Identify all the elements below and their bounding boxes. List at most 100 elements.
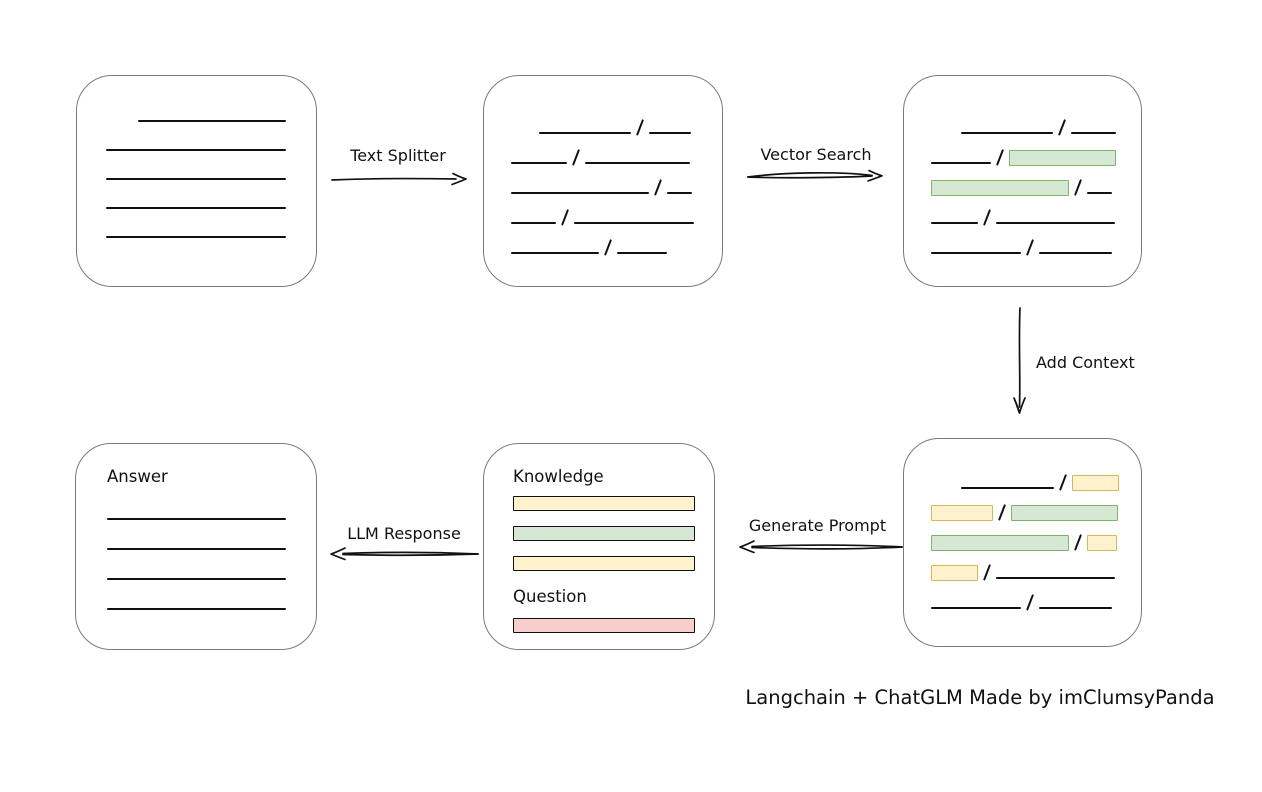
text-line [107,548,286,550]
chunk-separator-slash [1026,239,1035,256]
chunk-row [511,178,722,196]
text-line [138,120,286,122]
vector-search-arrow [747,169,883,182]
text-line [574,222,695,224]
chunk-separator-slash [998,504,1007,521]
add-context-arrow [1013,307,1026,414]
chunk-separator-slash [654,179,663,196]
text-line [1039,252,1113,254]
answer-box: Answer [75,443,317,650]
text-line [649,132,692,134]
text-line [1039,607,1113,609]
context-chunks-box [903,438,1142,647]
add-context-label: Add Context [1036,353,1135,372]
chunk-separator-slash [996,149,1005,166]
split-chunks-rows [484,76,722,256]
knowledge-label: Knowledge [513,467,604,486]
chunk-row [931,238,1141,256]
text-line [511,222,556,224]
knowledge-bars [513,496,714,571]
chunk-separator-slash [636,119,645,136]
text-splitter-label: Text Splitter [350,146,446,165]
chunk-separator-slash [572,149,581,166]
chunk-separator-slash [604,239,613,256]
text-line [931,162,991,164]
chunk-highlight-green [931,535,1069,551]
chunk-row [931,533,1141,551]
text-line [617,252,668,254]
question-bars [513,618,714,633]
text-line [106,149,286,151]
text-line [931,222,978,224]
text-splitter-arrow [331,172,467,186]
chunk-row [511,238,722,256]
chunk-row [931,148,1141,166]
text-line [511,162,567,164]
chunk-highlight-yellow [1087,535,1118,551]
chunk-highlight-yellow [931,505,993,521]
text-line [106,236,286,238]
text-line [1087,192,1113,194]
chunk-highlight-green [1009,150,1117,166]
prompt-bar-red [513,618,695,633]
prompt-bar-yellow [513,496,695,511]
answer-lines [107,518,316,610]
text-line [107,518,286,520]
text-line [667,192,693,194]
text-line [996,222,1116,224]
chunk-row [931,208,1141,226]
text-line [107,578,286,580]
source-document-box [76,75,317,287]
answer-label: Answer [107,467,168,486]
text-line [106,207,286,209]
text-line [539,132,631,134]
chunk-row [511,208,722,226]
chunk-separator-slash [983,209,992,226]
chunk-row [931,563,1141,581]
text-line [107,608,286,610]
text-line [961,487,1054,489]
text-line [1071,132,1117,134]
vector-search-label: Vector Search [760,145,872,164]
chunk-highlight-green [931,180,1069,196]
chunk-separator-slash [1059,474,1068,491]
text-line [931,252,1021,254]
chunk-row [961,118,1141,136]
text-line [511,192,649,194]
question-label: Question [513,587,587,606]
chunk-separator-slash [561,209,570,226]
chunk-row [931,178,1141,196]
llm-response-arrow [330,547,479,561]
matched-chunks-box [903,75,1142,287]
chunk-highlight-green [1011,505,1119,521]
prompt-box: Knowledge Question [483,443,715,650]
chunk-separator-slash [983,564,992,581]
chunk-row [511,148,722,166]
chunk-row [931,503,1141,521]
split-chunks-box [483,75,723,287]
prompt-bar-yellow [513,556,695,571]
prompt-bar-green [513,526,695,541]
chunk-separator-slash [1026,594,1035,611]
footer-credit: Langchain + ChatGLM Made by imClumsyPand… [745,686,1215,709]
chunk-highlight-yellow [931,565,978,581]
chunk-separator-slash [1074,179,1083,196]
text-line [511,252,599,254]
generate-prompt-label: Generate Prompt [748,516,887,535]
chunk-row [961,473,1141,491]
matched-chunks-rows [904,76,1141,256]
text-line [106,178,286,180]
text-line [585,162,691,164]
generate-prompt-arrow [739,540,903,554]
chunk-row [539,118,722,136]
chunk-separator-slash [1058,119,1067,136]
chunk-row [931,593,1141,611]
source-document-lines [77,76,316,238]
text-line [931,607,1021,609]
chunk-separator-slash [1074,534,1083,551]
chunk-highlight-yellow [1072,475,1120,491]
llm-response-label: LLM Response [347,524,461,543]
text-line [961,132,1053,134]
text-line [996,577,1116,579]
